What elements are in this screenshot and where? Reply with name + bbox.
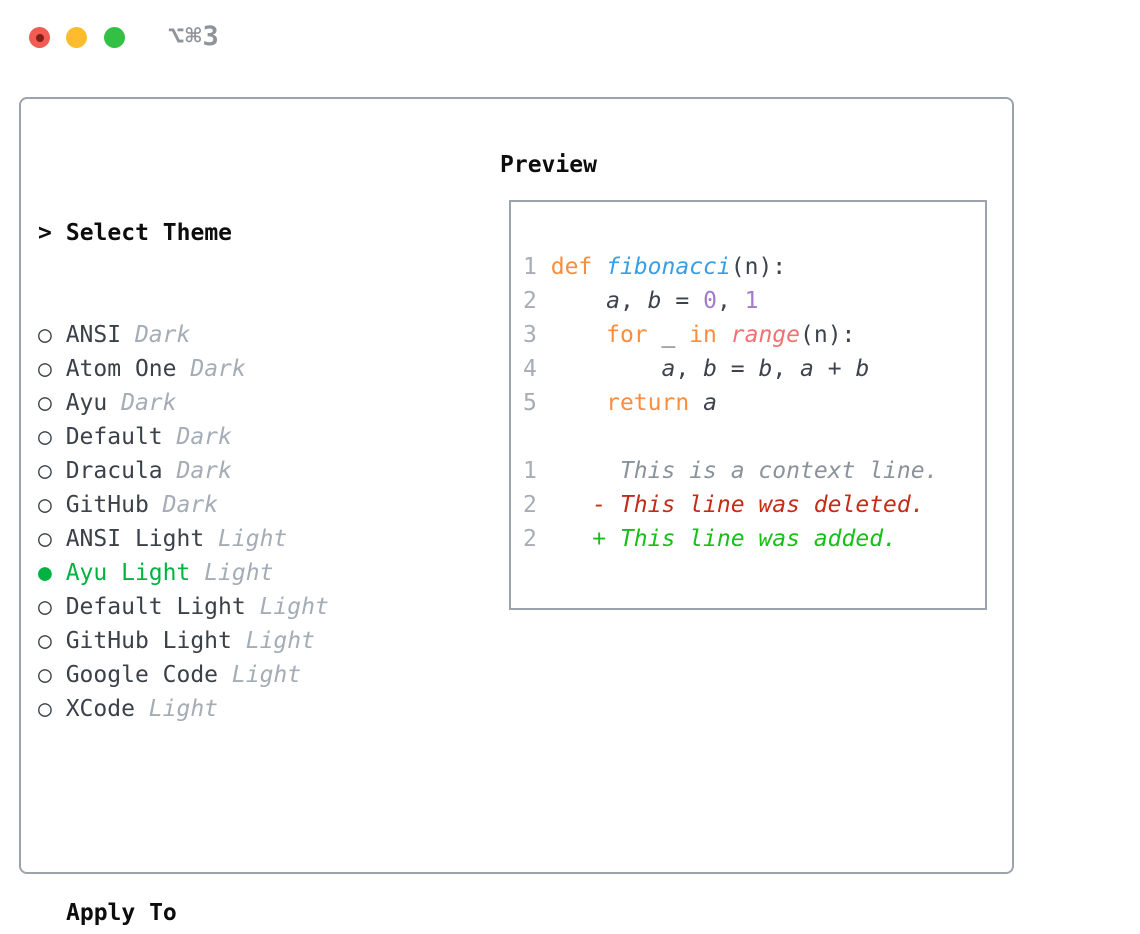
theme-variant: Dark [176, 458, 232, 484]
select-theme-title: Select Theme [65, 220, 233, 246]
theme-variant: Dark [176, 424, 232, 450]
radio-icon: ○ [38, 492, 52, 518]
line-number: 2 [523, 288, 537, 314]
preview-code: 1 def fibonacci(n): 2 a, b = 0, 1 3 for _ … [523, 250, 973, 556]
code-line: 3 for _ in range(n): [523, 322, 856, 348]
select-theme-header: > Select Theme [38, 216, 426, 250]
code-line: 1 def fibonacci(n): [523, 254, 787, 280]
apply-to-header: Apply To [66, 900, 177, 926]
theme-option[interactable]: ○ Default Light Light [38, 590, 426, 624]
theme-variant: Light [245, 628, 315, 654]
line-number: 1 [523, 458, 537, 484]
option-label: Default Light [51, 594, 260, 620]
theme-option[interactable]: ○ Ayu Dark [38, 386, 426, 420]
theme-option[interactable]: ○ GitHub Dark [38, 488, 426, 522]
theme-option[interactable]: ○ Dracula Dark [38, 454, 426, 488]
code-line: 1 This is a context line. [523, 458, 939, 484]
radio-icon: ○ [38, 390, 52, 416]
theme-option[interactable]: ○ GitHub Light Light [38, 624, 426, 658]
option-label: Dracula [51, 458, 177, 484]
theme-option[interactable]: ○ ANSI Light Light [38, 522, 426, 556]
radio-icon: ○ [38, 526, 52, 552]
radio-icon: ○ [38, 662, 52, 688]
radio-selected-icon: ● [38, 560, 52, 586]
titlebar: ⌥⌘3 [0, 0, 1140, 70]
theme-variant: Dark [134, 322, 191, 348]
left-column: >Select Theme ○ ANSI Dark○ Atom One Dark… [38, 148, 426, 934]
option-label: Ayu [51, 390, 122, 416]
code-line: 2 - This line was deleted. [523, 492, 925, 518]
line-number: 3 [523, 322, 537, 348]
preview-title: Preview [500, 152, 597, 178]
line-number: 2 [523, 526, 537, 552]
theme-variant: Dark [190, 356, 246, 382]
prompt-caret-icon: > [38, 220, 52, 246]
theme-option[interactable]: ○ XCode Light [38, 692, 426, 726]
option-label: Ayu Light [51, 560, 205, 586]
theme-variant: Dark [121, 390, 177, 416]
radio-icon: ○ [38, 356, 52, 382]
window-title-shortcut: ⌥⌘3 [168, 21, 220, 52]
radio-icon: ○ [38, 594, 52, 620]
theme-option[interactable]: ○ ANSI Dark [38, 318, 426, 352]
theme-option[interactable]: ○ Default Dark [38, 420, 426, 454]
code-line: 2 a, b = 0, 1 [523, 288, 759, 314]
zoom-button[interactable] [104, 27, 125, 48]
code-line: 2 + This line was added. [523, 526, 897, 552]
minimize-button[interactable] [66, 27, 87, 48]
line-number: 1 [523, 254, 537, 280]
code-line [523, 420, 973, 454]
close-dot-icon [36, 34, 44, 42]
theme-variant: Light [218, 526, 288, 552]
option-label: ANSI Light [51, 526, 219, 552]
option-label: GitHub [51, 492, 163, 518]
code-line: 4 a, b = b, a + b [523, 356, 870, 382]
main-panel: >Select Theme ○ ANSI Dark○ Atom One Dark… [19, 97, 1014, 926]
preview-box: 1 def fibonacci(n): 2 a, b = 0, 1 3 for _ … [509, 200, 987, 610]
line-number: 5 [523, 390, 537, 416]
theme-list: ○ ANSI Dark○ Atom One Dark○ Ayu Dark○ De… [38, 318, 426, 726]
spacer [38, 794, 426, 828]
radio-icon: ○ [38, 696, 52, 722]
theme-option[interactable]: ● Ayu Light Light [38, 556, 426, 590]
option-label: Default [51, 424, 177, 450]
radio-icon: ○ [38, 628, 52, 654]
theme-variant: Light [259, 594, 329, 620]
line-number: 2 [523, 492, 537, 518]
radio-icon: ○ [38, 458, 52, 484]
theme-variant: Light [231, 662, 302, 688]
theme-variant: Light [148, 696, 219, 722]
option-label: XCode [51, 696, 149, 722]
close-button[interactable] [29, 27, 50, 48]
theme-option[interactable]: ○ Atom One Dark [38, 352, 426, 386]
code-line: 5 return a [523, 390, 717, 416]
radio-icon: ○ [38, 322, 52, 348]
theme-option[interactable]: ○ Google Code Light [38, 658, 426, 692]
option-label: ANSI [51, 322, 135, 348]
line-number: 4 [523, 356, 537, 382]
radio-icon: ○ [38, 424, 52, 450]
theme-variant: Light [204, 560, 274, 586]
theme-variant: Dark [162, 492, 219, 518]
option-label: GitHub Light [51, 628, 246, 654]
option-label: Google Code [51, 662, 232, 688]
option-label: Atom One [51, 356, 191, 382]
